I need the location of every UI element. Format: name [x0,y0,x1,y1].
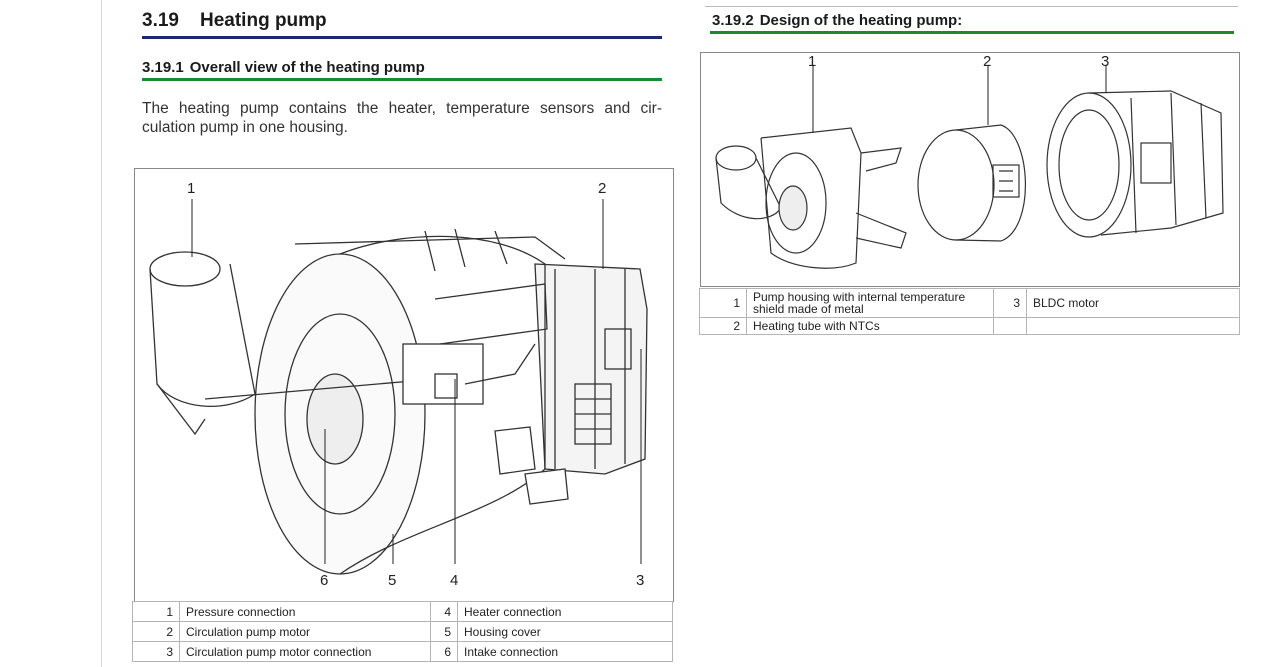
section-heading-bar [142,36,662,39]
top-rule [705,6,1238,7]
table-row: 3 Circulation pump motor connection 6 In… [132,641,673,662]
legend-number: 4 [430,601,458,622]
subsection-heading-overall: 3.19.1 Overall view of the heating pump [142,59,425,76]
callout-3: 3 [636,572,644,589]
pump-design-figure: 1 2 3 [700,52,1240,287]
legend-label [1026,317,1240,335]
design-callout-2: 2 [983,53,991,70]
legend-label: Intake connection [457,641,673,662]
section-title: Heating pump [200,10,327,31]
subsection-heading-design: 3.19.2 Design of the heating pump: [712,12,962,29]
legend-label: Pressure connection [179,601,431,622]
table-row: 2 Circulation pump motor 5 Housing cover [132,621,673,642]
legend-number: 3 [132,641,180,662]
legend-number: 1 [132,601,180,622]
legend-number: 6 [430,641,458,662]
design-callout-3: 3 [1101,53,1109,70]
legend-number: 1 [699,288,747,318]
callout-4: 4 [450,572,458,589]
page-gutter-line [101,0,102,667]
legend-label: Heater connection [457,601,673,622]
table-row: 1 Pump housing with internal temperature… [699,288,1240,318]
legend-label: Heating tube with NTCs [746,317,994,335]
intro-paragraph: The heating pump contains the heater, te… [142,100,662,136]
legend-label: Circulation pump motor [179,621,431,642]
heating-pump-illustration: 1 2 3 4 5 6 [149,180,648,589]
subsection-title: Design of the heating pump: [759,12,963,29]
callout-2: 2 [598,180,606,197]
legend-number [993,317,1027,335]
legend-table-design: 1 Pump housing with internal temperature… [699,288,1240,335]
legend-table-overall: 1 Pressure connection 4 Heater connectio… [132,601,673,662]
legend-label: BLDC motor [1026,288,1240,318]
legend-number: 5 [430,621,458,642]
legend-label: Circulation pump motor connection [179,641,431,662]
design-callout-1: 1 [808,53,816,70]
subsection-title: Overall view of the heating pump [189,59,425,76]
section-number: 3.19 [142,10,179,31]
subsection-number: 3.19.2 [712,12,754,29]
legend-number: 2 [699,317,747,335]
callout-5: 5 [388,572,396,589]
legend-label: Pump housing with internal temperature s… [746,288,994,318]
subsection-number: 3.19.1 [142,59,184,76]
callout-1: 1 [187,180,195,197]
table-row: 1 Pressure connection 4 Heater connectio… [132,601,673,622]
section-heading: 3.19 Heating pump [142,10,662,32]
heating-pump-figure: 1 2 3 4 5 6 [134,168,674,602]
legend-number: 2 [132,621,180,642]
legend-number: 3 [993,288,1027,318]
legend-label: Housing cover [457,621,673,642]
table-row: 2 Heating tube with NTCs [699,317,1240,335]
callout-6: 6 [320,572,328,589]
subsection-heading-bar [710,31,1234,34]
subsection-heading-bar [142,78,662,81]
pump-components-exploded-illustration: 1 2 3 [715,53,1224,269]
